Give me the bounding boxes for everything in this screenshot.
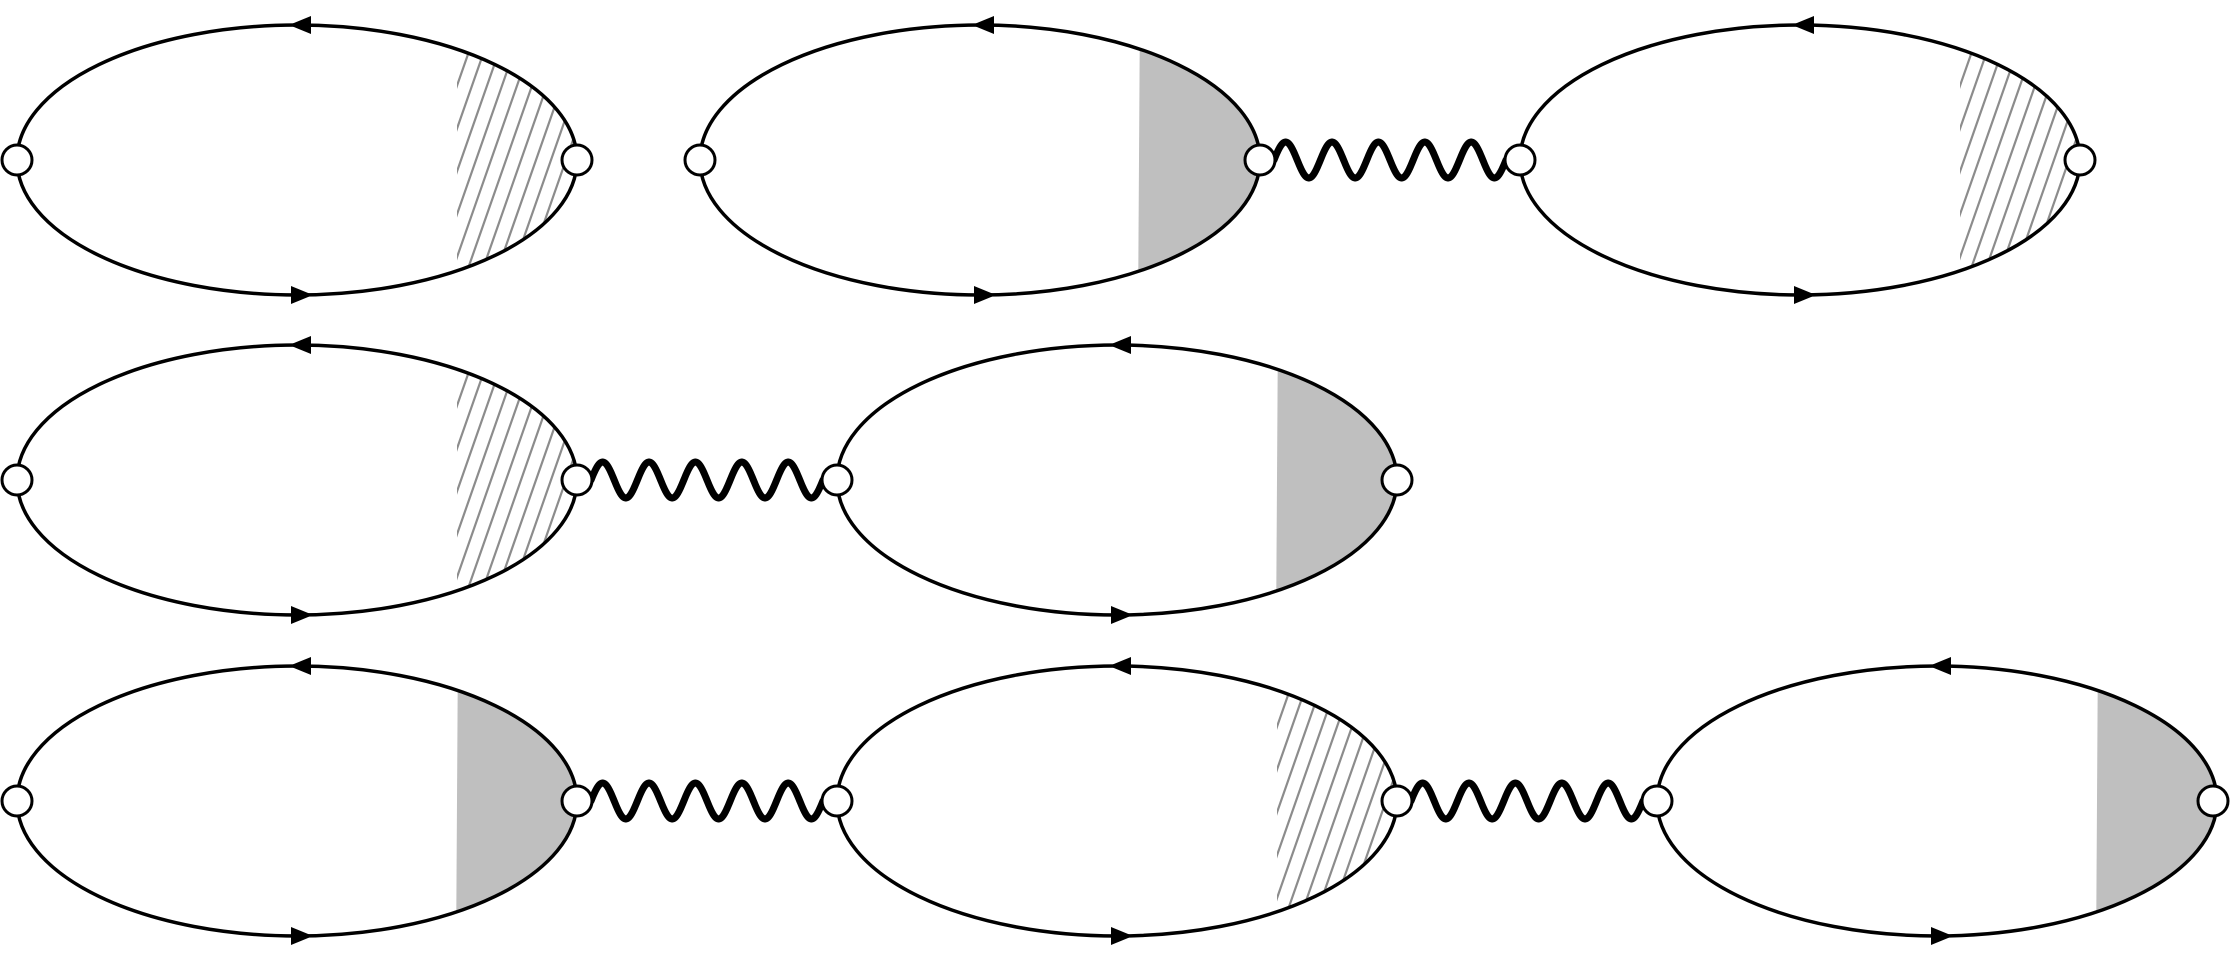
vertex-right <box>2063 143 2097 177</box>
hatch-line <box>1840 20 1938 300</box>
hatch-line <box>457 25 497 295</box>
hatch-line <box>1277 666 1317 936</box>
vertex-right <box>560 463 594 497</box>
hatch-line <box>652 340 750 620</box>
vertex-left <box>820 784 854 818</box>
arrow-right-icon <box>291 927 313 945</box>
arrow-left-icon <box>1929 657 1951 675</box>
vertex-right <box>560 143 594 177</box>
arrow-left-icon <box>289 657 311 675</box>
vertex-left <box>0 143 34 177</box>
hatch-line <box>2185 20 2231 300</box>
hatch-line <box>457 345 482 615</box>
wavy-photon-propagator <box>587 458 827 502</box>
fermion-loop <box>15 343 579 617</box>
fermion-loop <box>1518 23 2082 297</box>
hatch-line <box>1277 666 1287 936</box>
hatch-line <box>457 25 527 295</box>
loop-hatched <box>1518 16 2231 304</box>
wavy-photon-propagator <box>587 779 827 823</box>
hatch-line <box>1277 666 1332 936</box>
vertex-left <box>820 463 854 497</box>
hatch-line <box>1855 20 1953 300</box>
hatch-line <box>457 25 482 295</box>
hatch-line <box>2155 20 2231 300</box>
hatch-line <box>457 345 557 615</box>
arrow-right-icon <box>1111 927 1133 945</box>
hatch-line <box>457 345 527 615</box>
hatch-line <box>1277 666 1302 936</box>
arrow-right-icon <box>974 286 996 304</box>
wavy-photon-propagator <box>1270 138 1510 182</box>
arrow-right-icon <box>1111 606 1133 624</box>
fermion-loop <box>835 664 1399 938</box>
vertex-left <box>683 143 717 177</box>
hatch-line <box>457 25 512 295</box>
hatch-line <box>2110 20 2208 300</box>
vertex-right <box>1380 784 1414 818</box>
hatch-line <box>2170 20 2231 300</box>
hatch-line <box>457 345 497 615</box>
hatch-line <box>1157 661 1255 941</box>
hatch-line <box>1472 661 1570 941</box>
hatch-line <box>1960 25 2060 295</box>
hatch-line <box>457 345 512 615</box>
hatch-line <box>2215 20 2231 300</box>
wavy-photon-propagator <box>1407 779 1647 823</box>
loop-shaded <box>1655 657 2219 945</box>
hatch-line <box>1960 25 1970 295</box>
diagram-row-1 <box>0 16 2231 304</box>
loop-hatched <box>835 657 1570 945</box>
hatch-line <box>337 20 435 300</box>
vertex-right <box>560 784 594 818</box>
arrow-right-icon <box>1931 927 1953 945</box>
vertex-left <box>1640 784 1674 818</box>
loop-shaded <box>835 336 1399 624</box>
arrow-right-icon <box>291 286 313 304</box>
vertex-left <box>0 784 34 818</box>
hatch-line <box>1960 25 2015 295</box>
hatch-line <box>1277 666 1377 936</box>
hatch-line <box>352 340 450 620</box>
arrow-left-icon <box>1109 336 1131 354</box>
hatch-line <box>592 20 690 300</box>
hatch-line <box>2095 20 2193 300</box>
vertex-right <box>1380 463 1414 497</box>
hatch-line <box>457 25 557 295</box>
hatch-line <box>1277 666 1347 936</box>
arrow-left-icon <box>1792 16 1814 34</box>
loop-shaded <box>698 16 1262 304</box>
vertex-left <box>1503 143 1537 177</box>
hatch-line <box>1172 661 1270 941</box>
diagram-row-2 <box>0 336 1414 624</box>
loop-hatched <box>15 336 750 624</box>
arrow-left-icon <box>972 16 994 34</box>
hatch-line <box>607 340 705 620</box>
hatch-line <box>337 340 435 620</box>
hatch-line <box>457 345 467 615</box>
arrow-right-icon <box>291 606 313 624</box>
hatch-line <box>2200 20 2231 300</box>
vertex-right <box>1243 143 1277 177</box>
hatch-line <box>2125 20 2223 300</box>
hatch-line <box>1960 25 1985 295</box>
hatch-line <box>1960 25 2030 295</box>
hatch-line <box>1427 661 1525 941</box>
arrow-left-icon <box>289 336 311 354</box>
loop-shaded <box>15 657 579 945</box>
hatch-line <box>457 25 467 295</box>
fermion-loop <box>15 23 579 297</box>
hatch-line <box>712 20 810 300</box>
arrow-right-icon <box>1794 286 1816 304</box>
arrow-left-icon <box>1109 657 1131 675</box>
vertex-right <box>2196 784 2230 818</box>
arrow-left-icon <box>289 16 311 34</box>
hatch-line <box>352 20 450 300</box>
vertex-left <box>0 463 34 497</box>
diagram-row-3 <box>0 657 2230 945</box>
hatch-line <box>2140 20 2231 300</box>
hatch-line <box>1960 25 2000 295</box>
hatched-region <box>1840 20 2231 300</box>
